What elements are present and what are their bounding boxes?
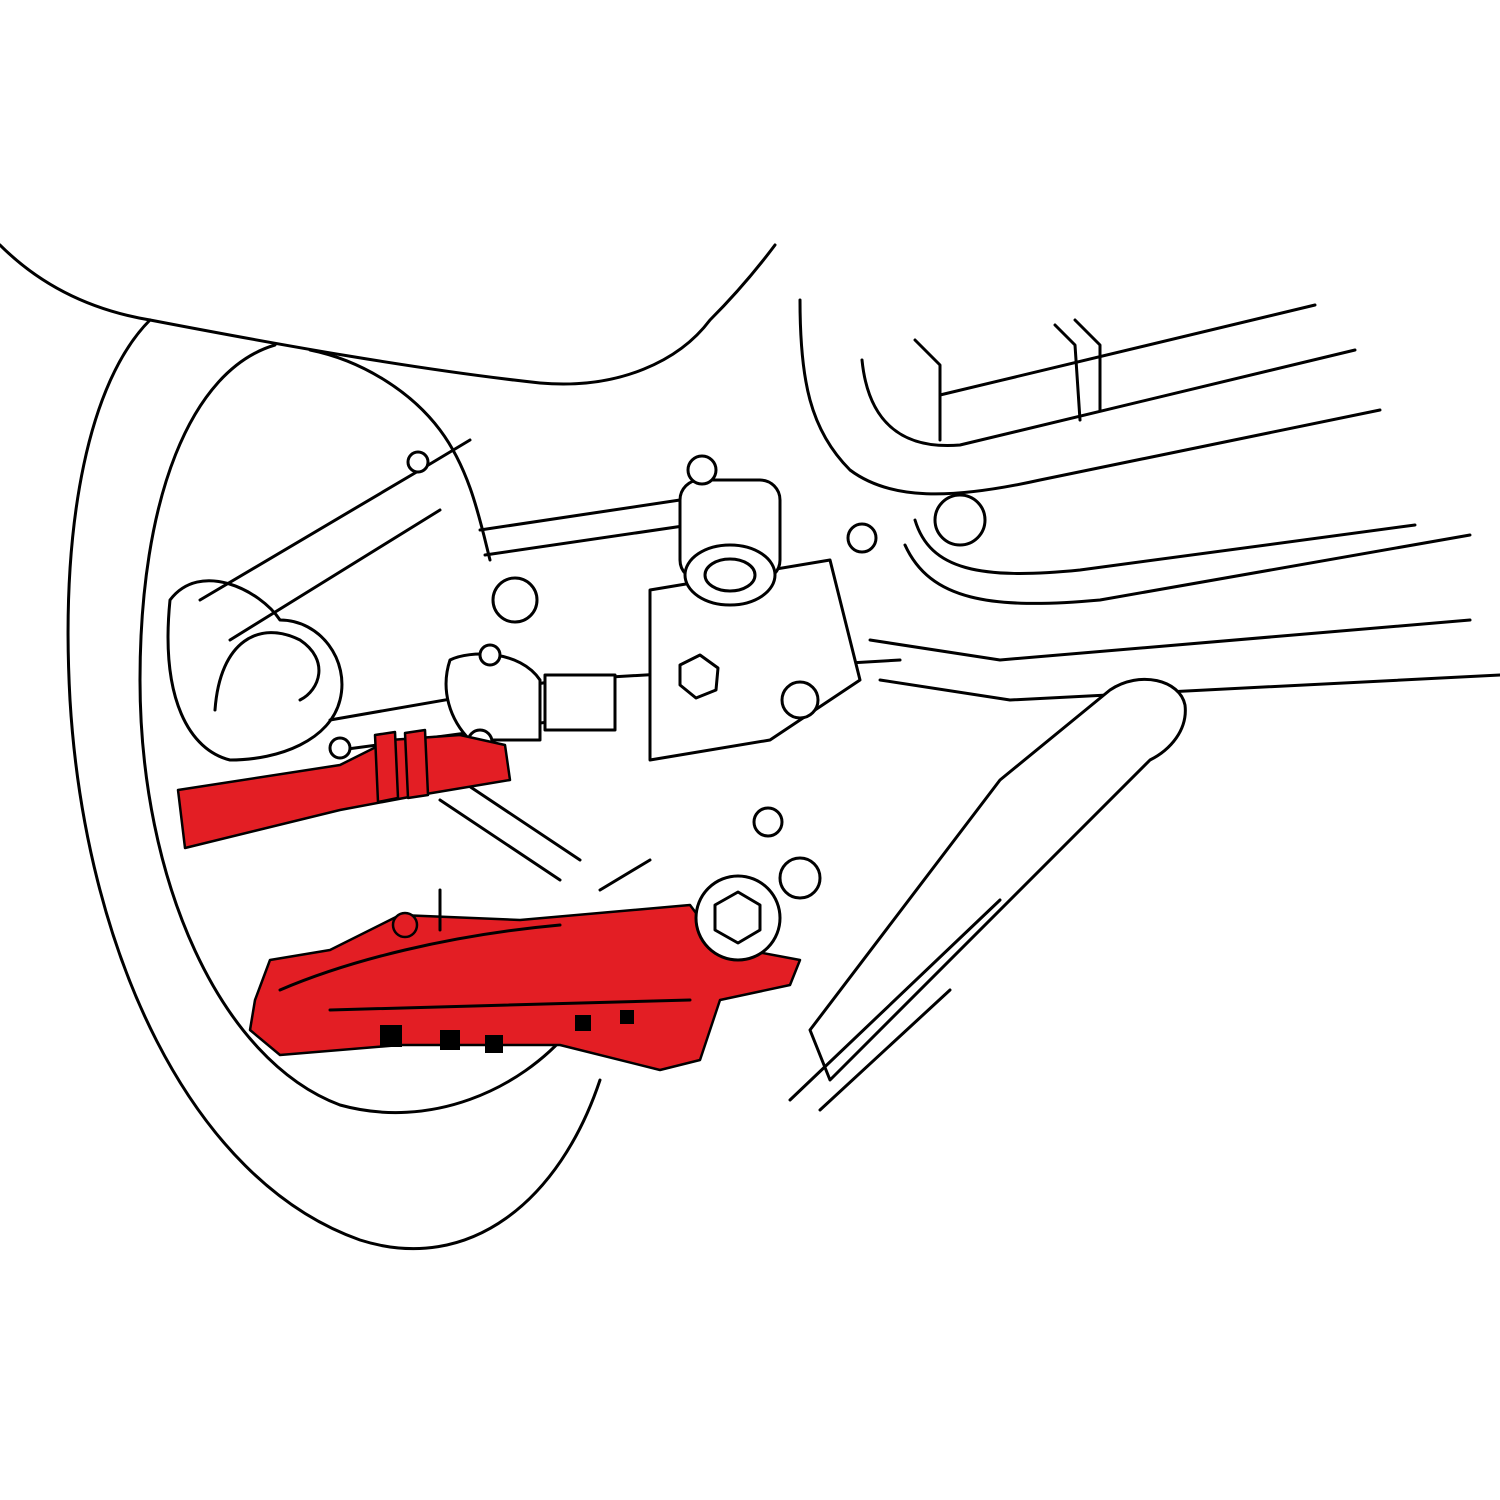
washer <box>686 454 718 486</box>
lower-arm-top-nut <box>391 911 419 939</box>
crossmember <box>868 618 1500 702</box>
lower-arm-bolt <box>575 1015 591 1031</box>
lower-arm-pivot-bolt <box>713 890 762 945</box>
upper-link <box>198 438 472 642</box>
nut <box>780 680 820 720</box>
washer <box>491 576 539 624</box>
washer <box>846 522 878 554</box>
lower-arm-bolt <box>485 1035 503 1053</box>
lateral-bar <box>328 498 902 752</box>
sway-bar-link <box>444 652 542 742</box>
upper-arm-bolt <box>328 736 352 760</box>
sway-bar-end <box>543 673 617 732</box>
wheel-rim <box>138 343 572 1114</box>
fuel-line <box>438 858 652 932</box>
frame-rail-upper-2 <box>860 348 1357 448</box>
fender-outline <box>0 243 777 386</box>
frame-rail-top <box>938 303 1317 397</box>
frame-bracket <box>913 318 1102 442</box>
washer <box>778 856 822 900</box>
subframe-rail-2 <box>903 533 1472 605</box>
trailing-arm <box>808 677 1187 1082</box>
lower-arm-bolt <box>440 1030 460 1050</box>
bolt-head <box>678 653 720 700</box>
tire-outer <box>66 318 602 1251</box>
link-nut <box>478 643 502 667</box>
lower-arm-bolt <box>620 1010 634 1024</box>
bushing-hole-inner <box>703 557 757 593</box>
lower-arm-bolt <box>380 1025 402 1047</box>
brake-line <box>213 631 321 712</box>
subframe-rail <box>913 518 1417 575</box>
trailing-arm-edge <box>788 898 1002 1112</box>
washer <box>752 806 784 838</box>
knuckle <box>166 579 344 762</box>
wheel-rim-inner <box>308 348 492 562</box>
washer <box>933 493 987 547</box>
toe-link <box>438 778 582 882</box>
frame-rail-upper <box>798 298 1382 496</box>
lower-arm-detail <box>278 923 692 1012</box>
upper-arm-adjuster <box>373 728 430 804</box>
washer <box>406 450 430 474</box>
